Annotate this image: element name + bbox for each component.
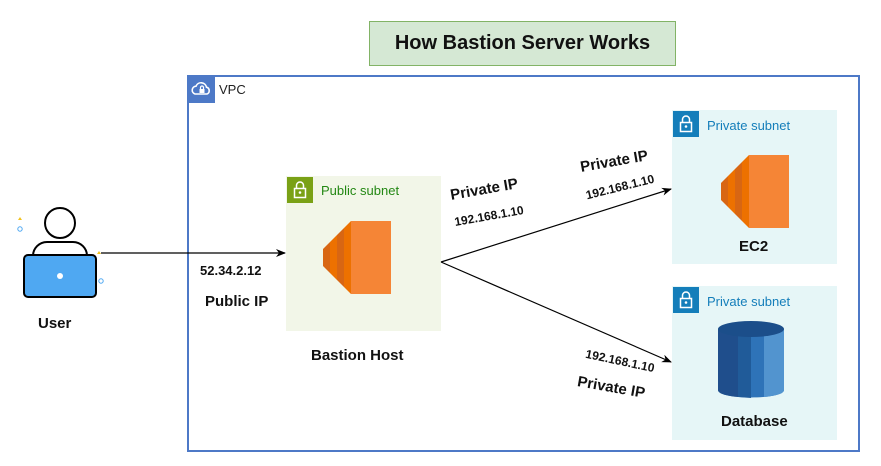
database-label: Database [721,413,788,430]
user-label: User [38,315,72,332]
private-subnet-lock-icon [673,287,699,313]
public-subnet-lock-icon [287,177,313,203]
vpc-cloud-icon [189,77,215,103]
bastion-to-database-arrow [440,261,672,363]
public-ip-address: 52.34.2.12 [200,263,262,278]
ec2-instance-icon [721,155,789,228]
private-subnet-label-ec2: Private subnet [707,118,791,133]
vpc-container [187,75,860,452]
ec2-label: EC2 [739,238,769,255]
vpc-label: VPC [219,82,246,97]
private-subnet-lock-icon [673,111,699,137]
user-laptop-icon [14,198,106,302]
public-subnet-label: Public subnet [321,183,400,198]
bastion-ec2-instance-icon [323,221,391,294]
public-ip-type-label: Public IP [205,293,269,310]
bastion-to-ec2-arrow [440,187,672,263]
bastion-host-label: Bastion Host [311,347,404,364]
private-subnet-label-database: Private subnet [707,294,791,309]
rds-database-icon [714,318,788,402]
diagram-title: How Bastion Server Works [369,21,676,66]
